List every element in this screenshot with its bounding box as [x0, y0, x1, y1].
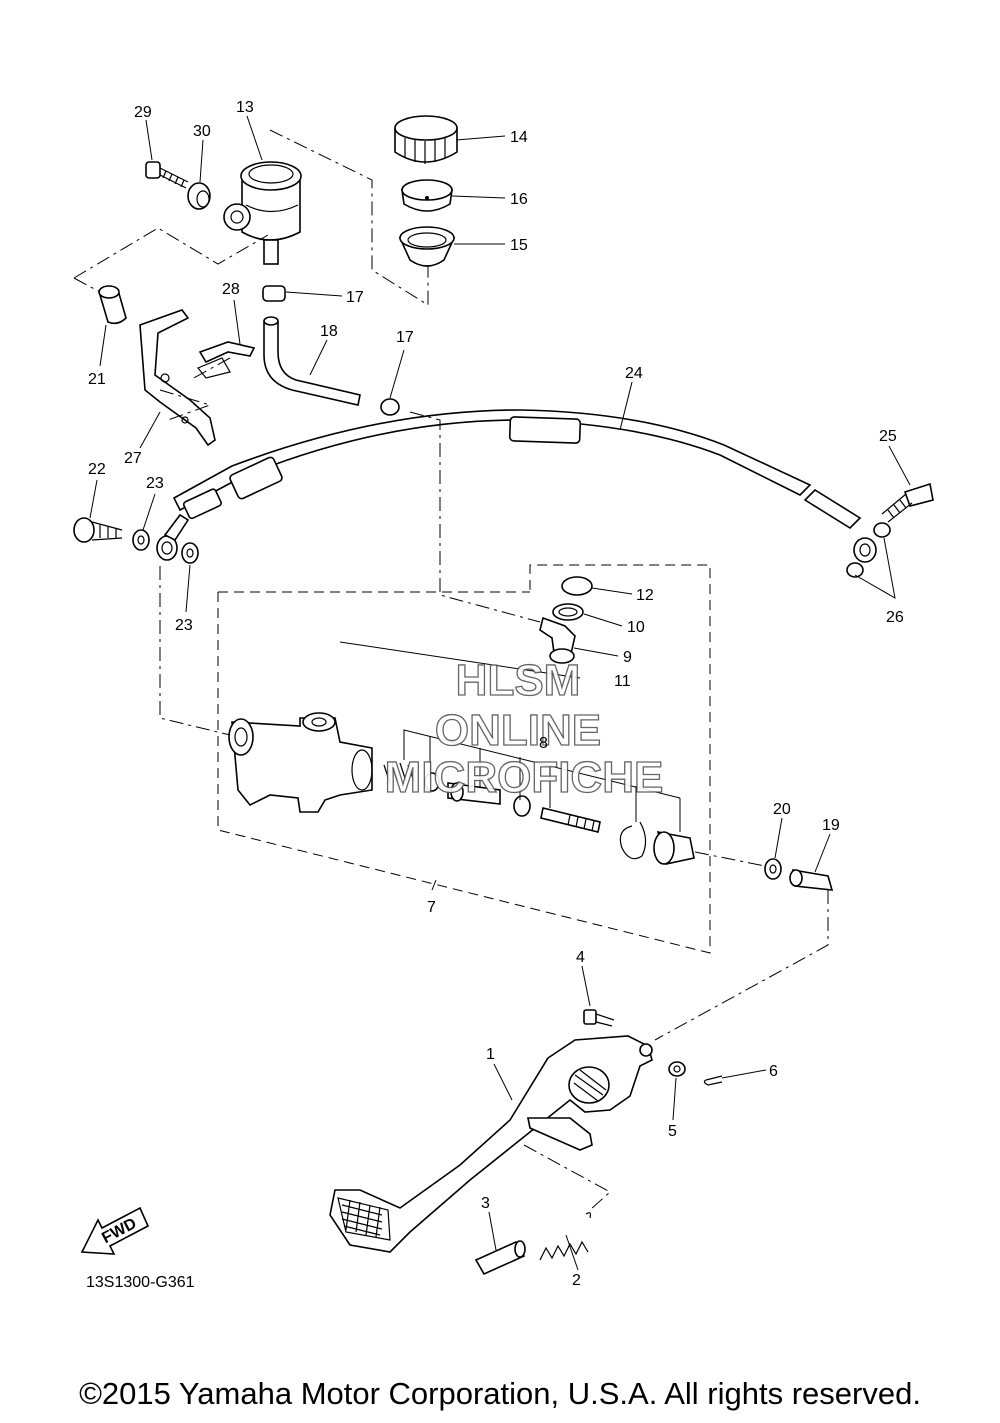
callout-16: 16 [510, 191, 528, 208]
svg-text:ONLINE: ONLINE [435, 706, 601, 755]
bolt-25 [881, 482, 934, 523]
callout-1: 1 [486, 1046, 495, 1063]
callout-30: 30 [193, 123, 211, 140]
master-cylinder-body [228, 712, 373, 813]
bolt-4 [583, 1009, 615, 1027]
callout-27: 27 [124, 450, 142, 467]
callout-11: 11 [614, 673, 631, 690]
bolt-29 [145, 161, 189, 189]
reservoir-tank [223, 161, 302, 265]
washer-23-a [132, 529, 150, 551]
svg-text:HLSM: HLSM [456, 656, 581, 705]
callout-25: 25 [879, 428, 897, 445]
callout-9: 9 [623, 649, 632, 666]
callout-29: 29 [134, 104, 152, 121]
bracket-27 [139, 309, 216, 447]
diaphragm-15 [398, 226, 456, 267]
piston-kit-8 [383, 762, 601, 833]
callout-7: 7 [427, 899, 436, 916]
callout-2: 2 [572, 1272, 581, 1289]
callout-28: 28 [222, 281, 240, 298]
svg-text:MICROFICHE: MICROFICHE [385, 753, 664, 802]
copyright-notice: ©2015 Yamaha Motor Corporation, U.S.A. A… [79, 1376, 921, 1411]
washer-26-b [846, 562, 864, 578]
hose-18 [263, 316, 361, 406]
callout-3: 3 [481, 1195, 490, 1212]
callout-21: 21 [88, 371, 106, 388]
callout-12: 12 [636, 587, 654, 604]
clamp-17-lower [380, 398, 400, 416]
brake-pedal-1 [329, 1035, 653, 1253]
washer-26-a [873, 522, 891, 538]
pin-6 [703, 1075, 723, 1086]
cap-14 [394, 115, 458, 164]
callout-19: 19 [822, 817, 840, 834]
callout-6: 6 [769, 1063, 778, 1080]
washer-5 [668, 1061, 686, 1077]
circlip [619, 821, 647, 860]
clip-28 [197, 341, 256, 379]
hose-end-right [853, 537, 877, 563]
callout-22: 22 [88, 461, 106, 478]
callout-23-a: 23 [146, 475, 164, 492]
spring-2 [539, 1212, 592, 1261]
fwd-arrow-icon: FWD [80, 1206, 150, 1255]
callout-17-upper: 17 [346, 289, 364, 306]
callout-20: 20 [773, 801, 791, 818]
callout-18: 18 [320, 323, 338, 340]
callout-10: 10 [627, 619, 645, 636]
callout-15: 15 [510, 237, 528, 254]
fitting-9 [539, 616, 576, 664]
callout-8: 8 [539, 735, 548, 752]
callout-4: 4 [576, 949, 585, 966]
plate-16 [401, 179, 453, 212]
washer-23-b [181, 542, 199, 564]
callout-17-lower: 17 [396, 329, 414, 346]
collar-21 [98, 285, 127, 325]
boot [653, 830, 695, 865]
callout-14: 14 [510, 129, 528, 146]
sleeve-3 [474, 1240, 526, 1276]
diagram-code: 13S1300-G361 [86, 1274, 195, 1291]
callout-5: 5 [668, 1123, 677, 1140]
callout-26: 26 [886, 609, 904, 626]
assembly-box-7 [217, 564, 711, 954]
nut-20 [764, 858, 782, 880]
callout-23-b: 23 [175, 617, 193, 634]
clevis-19 [789, 869, 834, 891]
callout-13: 13 [236, 99, 254, 116]
cap-12 [561, 576, 593, 596]
callout-24: 24 [625, 365, 643, 382]
leader-lines [73, 115, 911, 1271]
watermark: HLSM ONLINE MICROFICHE [384, 655, 664, 802]
clamp-17-upper [262, 285, 286, 302]
grommet-30 [187, 182, 211, 210]
bolt-22 [73, 517, 123, 543]
brake-hose-24 [156, 409, 862, 561]
callout-labels: 1 2 3 4 5 6 7 8 9 10 11 12 13 14 15 16 1… [88, 99, 904, 1289]
ring-10 [552, 603, 584, 621]
